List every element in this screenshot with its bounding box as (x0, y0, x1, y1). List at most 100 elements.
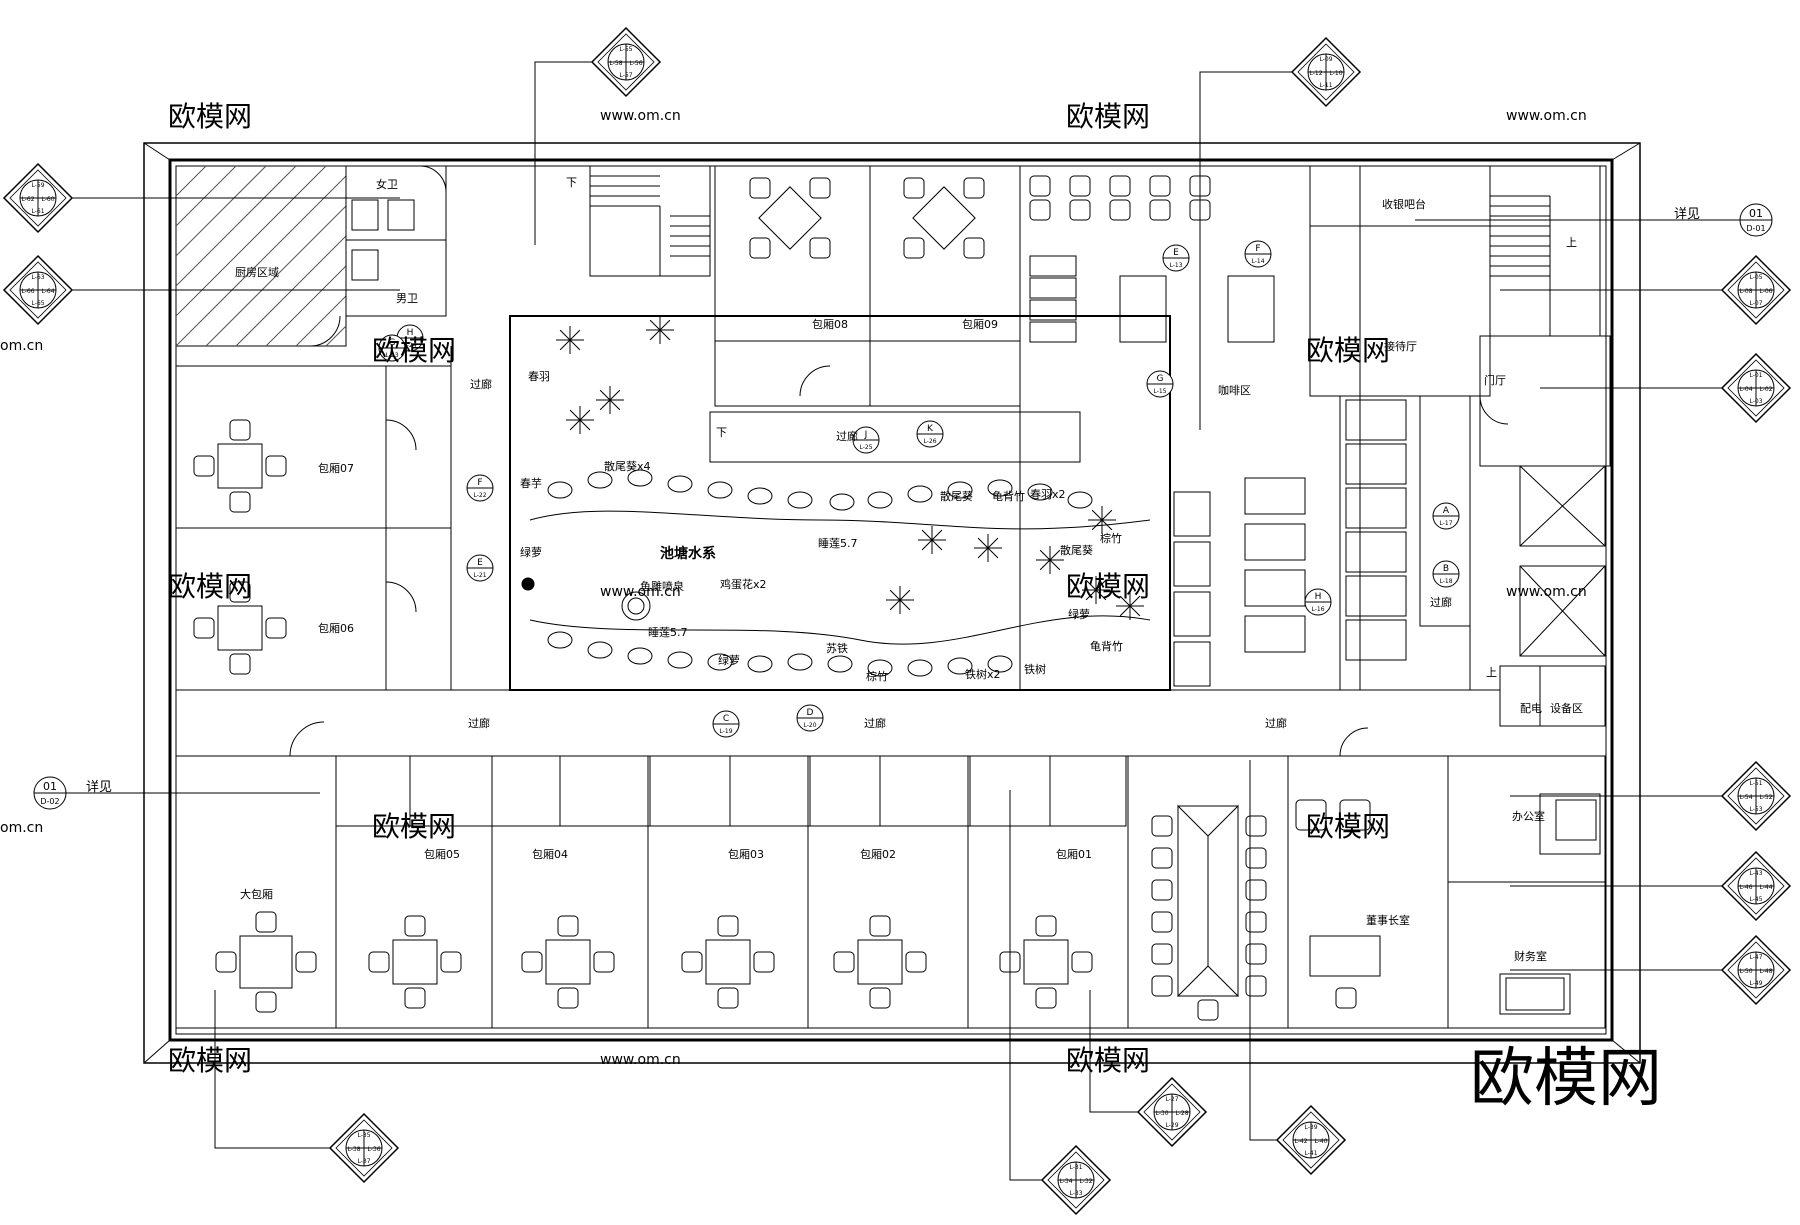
stone (1067, 491, 1093, 509)
room-label-lobby: 门厅 (1484, 373, 1506, 387)
dining-table (239, 935, 293, 989)
chair (717, 987, 739, 1009)
index-sheet-d: L-38 (347, 1146, 360, 1153)
dining-table (705, 939, 751, 985)
dining-table (857, 939, 903, 985)
plant-symbol (1082, 576, 1110, 604)
section-letter: A (1443, 506, 1450, 516)
desk (1505, 977, 1565, 1011)
index-symbol: L-09L-10L-11L-12 (1290, 36, 1362, 108)
detail-label: 详见 (86, 780, 112, 795)
detail-sheet: D-01 (1746, 224, 1765, 233)
index-sheet-b: L-10 (1329, 70, 1342, 77)
chair (1029, 175, 1051, 197)
section-sheet: L-21 (473, 572, 486, 579)
watermark-brand: 欧模网 (372, 334, 456, 367)
room-label-kitchen: 厨房区域 (235, 266, 279, 279)
watermark-brand: 欧模网 (1066, 570, 1150, 603)
dining-table (545, 939, 591, 985)
chair (557, 987, 579, 1009)
section-letter: J (864, 430, 868, 440)
stairs-up-label-2: 上 (1486, 666, 1497, 679)
sofa (1029, 299, 1077, 321)
plant-label: 绿萝 (718, 653, 740, 667)
stone (947, 481, 973, 499)
section-letter: K (927, 424, 934, 434)
plant-symbol (596, 386, 624, 414)
chair (1069, 175, 1091, 197)
section-marker: J L-25 (852, 426, 880, 454)
stone (787, 491, 813, 509)
plant-label: 散尾葵x4 (604, 459, 651, 473)
index-sheet-c: L-61 (31, 208, 44, 215)
stone (867, 659, 893, 677)
index-symbol: L-35L-36L-37L-38 (328, 1112, 400, 1184)
chair (1035, 915, 1057, 937)
section-marker: CL-19 (712, 710, 740, 738)
armchair (1295, 799, 1327, 831)
room-label-reception: 接待厅 (1384, 339, 1417, 353)
stone (987, 479, 1013, 497)
section-letter: E (1173, 248, 1179, 258)
architectural-linework (143, 142, 1641, 1064)
section-sheet: L-13 (1169, 262, 1182, 269)
watermark-brand: 欧模网 (1066, 100, 1150, 133)
section-marker: FL-22 (466, 474, 494, 502)
room-label-chairman: 董事长室 (1366, 913, 1410, 927)
index-sheet-a: L-31 (1069, 1164, 1082, 1171)
plant-label: 鸡蛋花x2 (720, 577, 767, 591)
cafe-table (1244, 569, 1306, 607)
stairs-down-label: 下 (566, 176, 577, 189)
plant-symbol (1036, 546, 1064, 574)
index-symbol: L-27L-28L-29L-30 (1136, 1076, 1208, 1148)
chair (1245, 943, 1267, 965)
index-symbol: L-05L-06L-07L-08 (1720, 254, 1792, 326)
plant-label: 棕竹 (866, 669, 888, 683)
desk (1309, 935, 1381, 977)
chair (1035, 987, 1057, 1009)
chair (193, 617, 215, 639)
chair (229, 581, 251, 603)
index-sheet-c: L-33 (1069, 1190, 1082, 1197)
chair (963, 237, 985, 259)
stone (867, 491, 893, 509)
chair (1109, 175, 1131, 197)
room-label-room04: 包厢04 (532, 848, 568, 861)
chair (753, 951, 775, 973)
chair (903, 177, 925, 199)
index-sheet-b: L-56 (629, 60, 642, 67)
room-label-office: 办公室 (1512, 809, 1545, 823)
section-marker: E L-13 (1162, 244, 1190, 272)
detail-number: 01 (1749, 207, 1763, 220)
index-symbols: L-55L-56L-57L-58L-09L-10L-11L-12L-59L-60… (2, 26, 1792, 1216)
chair (869, 915, 891, 937)
index-symbol: L-55L-56L-57L-58 (590, 26, 662, 98)
chair (749, 177, 771, 199)
chair (963, 177, 985, 199)
plant-label: 铁树 (1024, 662, 1046, 676)
section-letter: H (407, 328, 414, 338)
detail-label: 详见 (1674, 207, 1700, 222)
watermark-url: www.om.cn (600, 584, 681, 600)
diamond-table (912, 186, 976, 250)
chair (557, 915, 579, 937)
index-sheet-a: L-59 (31, 182, 44, 189)
chair (368, 951, 390, 973)
sofa (1173, 541, 1211, 587)
plant-symbol (556, 326, 584, 354)
room-label-corridor_e: 过廊 (1430, 595, 1452, 609)
index-sheet-a: L-09 (1319, 56, 1332, 63)
index-sheet-c: L-29 (1165, 1122, 1178, 1129)
index-sheet-d: L-50 (1739, 968, 1752, 975)
chair (1109, 199, 1131, 221)
room-label-male_wc: 男卫 (396, 292, 418, 305)
section-sheet: L-25 (859, 444, 872, 451)
plant-symbol (886, 586, 914, 614)
index-symbol: L-01L-02L-03L-04 (1720, 352, 1792, 424)
chair (1029, 199, 1051, 221)
stairs-up-label: 上 (1566, 236, 1577, 249)
index-sheet-a: L-39 (1304, 1124, 1317, 1131)
booth (1345, 399, 1407, 441)
section-marker: GL-23 (378, 334, 406, 362)
